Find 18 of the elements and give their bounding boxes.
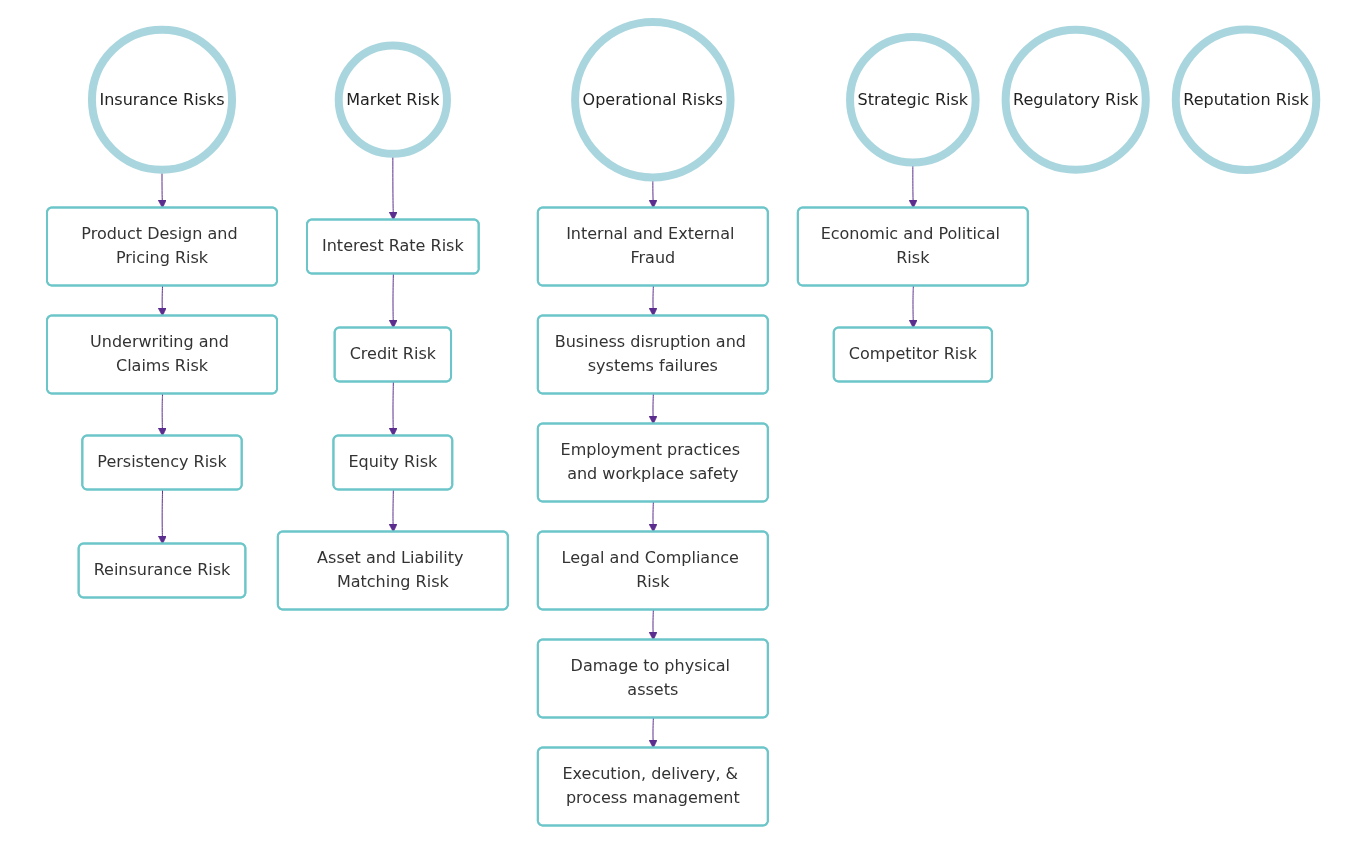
arrow bbox=[389, 381, 398, 437]
arrow bbox=[389, 489, 398, 533]
arrow bbox=[158, 393, 168, 437]
arrow bbox=[649, 609, 658, 641]
arrow bbox=[649, 717, 658, 749]
node-circle: Insurance Risks bbox=[88, 25, 237, 175]
node-circle: Strategic Risk bbox=[846, 33, 980, 167]
node-circle: Reputation Risk bbox=[1172, 25, 1321, 175]
arrow bbox=[649, 285, 658, 317]
node-circle: Market Risk bbox=[335, 41, 452, 159]
node-circle: Regulatory Risk bbox=[1001, 25, 1151, 175]
node-circle: Operational Risks bbox=[571, 18, 735, 182]
arrow bbox=[158, 285, 167, 317]
arrow bbox=[649, 393, 658, 425]
arrow bbox=[909, 285, 918, 329]
arrow bbox=[389, 273, 398, 329]
arrow bbox=[649, 501, 658, 533]
arrow bbox=[158, 489, 168, 545]
